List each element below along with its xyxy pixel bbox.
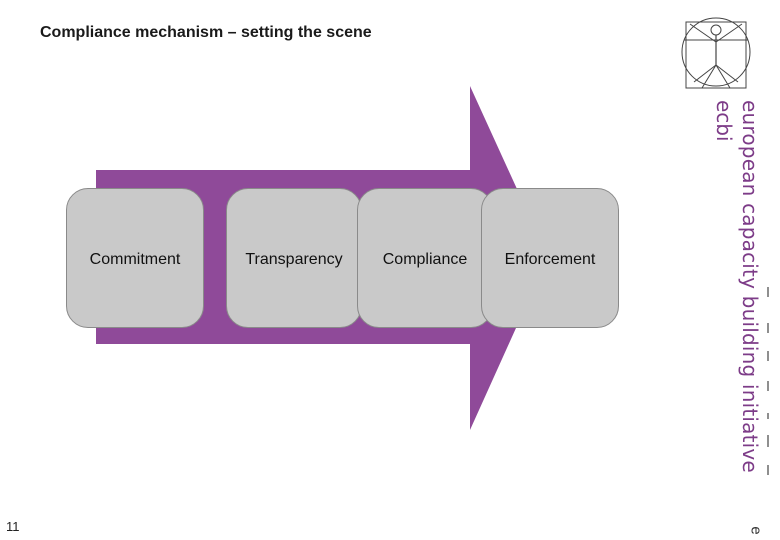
slide-number: 11 (6, 519, 20, 534)
step-box-compliance: Compliance (357, 188, 493, 328)
step-box-transparency: Transparency (226, 188, 362, 328)
step-label: Enforcement (504, 251, 596, 268)
slide-title: Compliance mechanism – setting the scene (40, 24, 372, 41)
step-box-commitment: Commitment (66, 188, 204, 328)
step-label: Commitment (89, 251, 181, 268)
step-label: Compliance (382, 251, 468, 268)
vitruvian-man-icon (676, 10, 756, 110)
step-label: Transparency (245, 251, 343, 268)
edge-character: e (747, 526, 765, 535)
edge-marks (767, 287, 769, 475)
org-abbreviation: ecbi (712, 100, 736, 142)
org-name: european capacity building initiative (738, 100, 762, 473)
step-box-enforcement: Enforcement (481, 188, 619, 328)
